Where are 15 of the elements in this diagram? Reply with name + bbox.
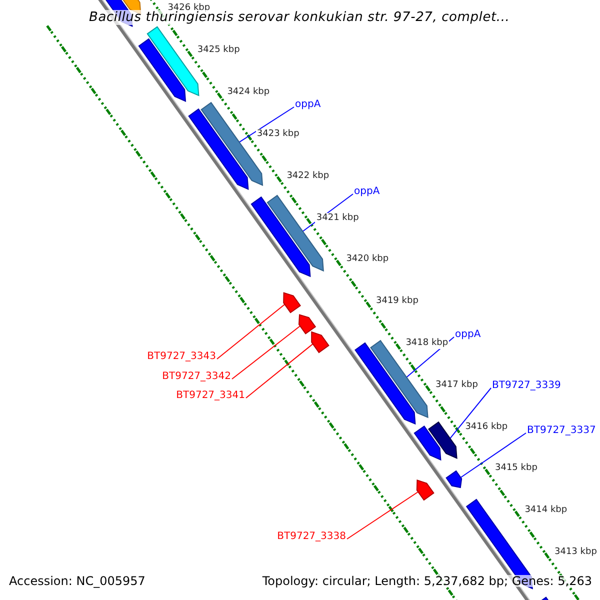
footer-text: Accession: NC_005957 [9, 575, 146, 587]
coordinate-label: 3421 kbp [315, 212, 360, 224]
coordinate-label: 3415 kbp [494, 463, 538, 474]
coordinate-label: 3417 kbp [434, 380, 479, 391]
coordinate-label: 3416 kbp [464, 422, 509, 432]
coordinate-label: 3418 kbp [404, 338, 450, 349]
footer-text: Topology: circular; Length: 5,237,682 bp; Genes: 5,263 [262, 575, 592, 587]
coordinate-label: 3425 kbp [196, 45, 241, 56]
coordinate-label: 3423 kbp [256, 128, 300, 140]
coordinate-label: 3422 kbp [286, 170, 330, 182]
coordinate-label: 3413 kbp [554, 547, 598, 558]
coordinate-label: 3419 kbp [375, 296, 420, 308]
coordinate-label: 3414 kbp [524, 505, 568, 516]
coordinate-label: 3420 kbp [345, 254, 390, 266]
coordinate-label: 3424 kbp [226, 87, 271, 98]
